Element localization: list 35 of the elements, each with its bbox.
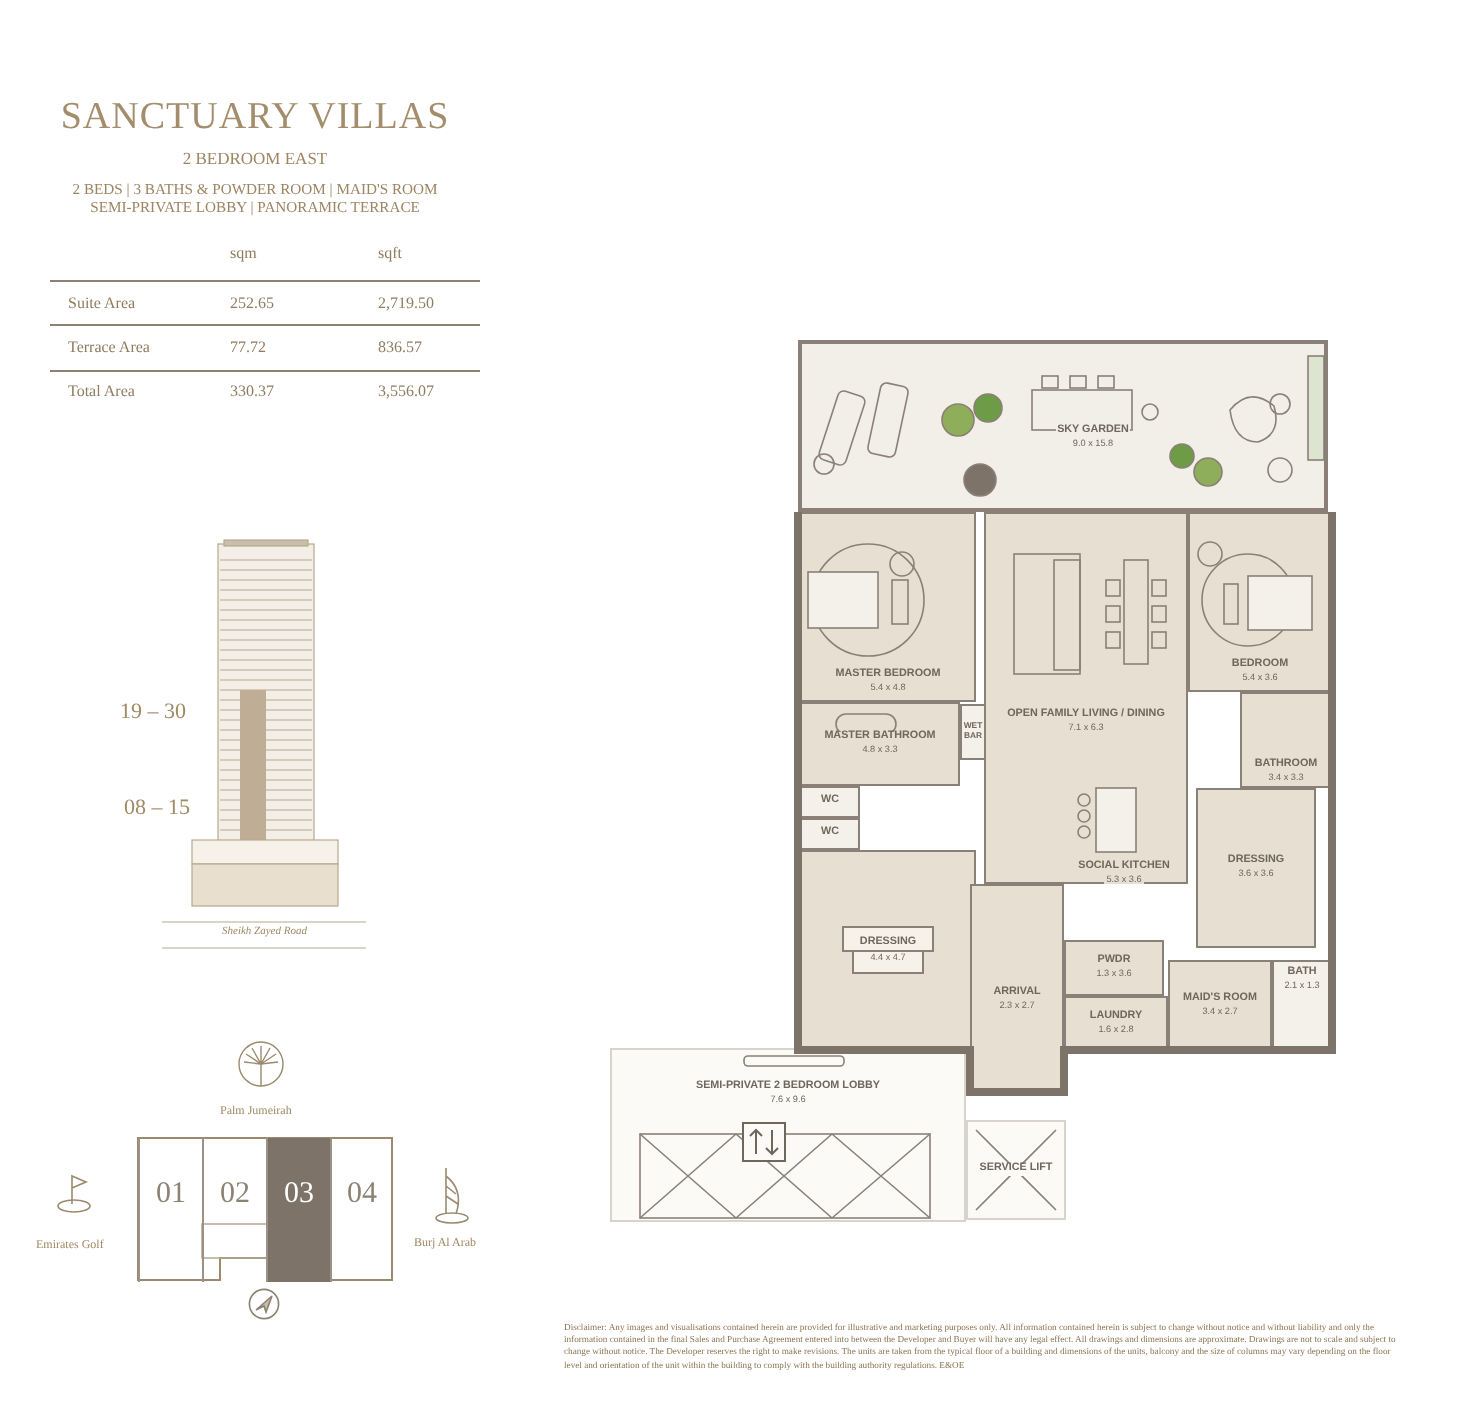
- room-area: [970, 884, 1064, 1092]
- room-area: [800, 850, 976, 1050]
- room-area: [984, 512, 1188, 884]
- unit-number: 04: [347, 1178, 377, 1214]
- table-cell: 330.37: [230, 382, 274, 400]
- room-area: [1168, 960, 1272, 1050]
- floor-range: 19 – 30: [120, 700, 186, 724]
- title: SANCTUARY VILLAS: [58, 96, 452, 140]
- table-cell: 3,556.07: [378, 382, 434, 400]
- room-area: [1064, 940, 1164, 996]
- floor-range: 08 – 15: [124, 796, 190, 820]
- table-cell: 2,719.50: [378, 294, 434, 312]
- service-lift: [966, 1120, 1066, 1220]
- table-cell: Total Area: [68, 382, 135, 400]
- room-area: [800, 702, 960, 786]
- table-cell: 77.72: [230, 338, 266, 356]
- room-area: [800, 786, 860, 818]
- terrace-area: [798, 340, 1328, 512]
- unit-number: 01: [156, 1178, 186, 1214]
- unit-block: [266, 1138, 330, 1282]
- subtitle: 2 BEDROOM EAST: [180, 148, 330, 170]
- room-area: [960, 704, 986, 760]
- unit-number: 03: [284, 1178, 314, 1214]
- unit-number: 02: [220, 1178, 250, 1214]
- table-header: sqm: [230, 244, 257, 262]
- lobby-area: [610, 1048, 966, 1222]
- table-cell: Terrace Area: [68, 338, 150, 356]
- room-area: [1196, 788, 1316, 948]
- room-area: [800, 818, 860, 850]
- table-header: sqft: [378, 244, 402, 262]
- room-area: [1064, 996, 1168, 1050]
- table-cell: 836.57: [378, 338, 422, 356]
- table-cell: Suite Area: [68, 294, 136, 312]
- table-cell: 252.65: [230, 294, 274, 312]
- room-area: [1240, 692, 1332, 788]
